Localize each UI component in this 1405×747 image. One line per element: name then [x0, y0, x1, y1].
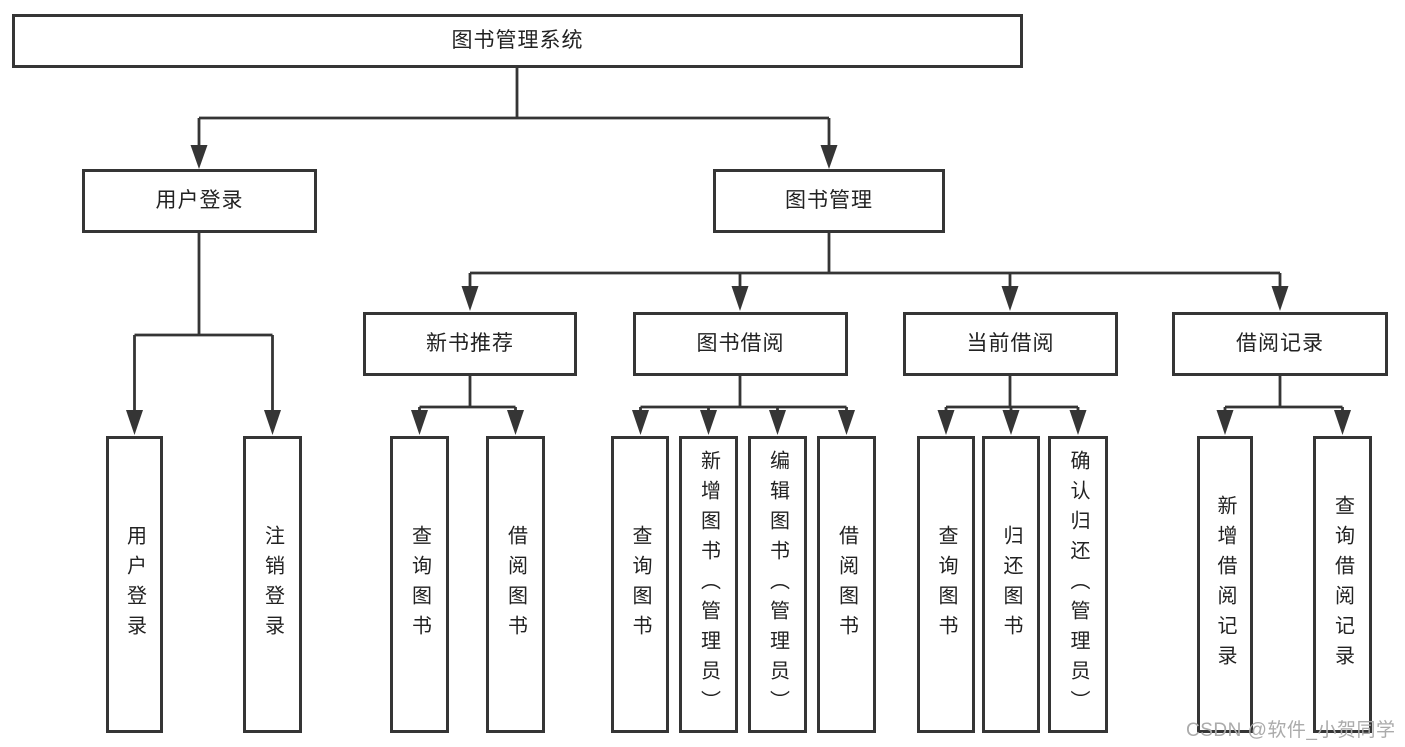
leaf-add-borrow-record: 新增借阅记录 [1197, 436, 1253, 733]
connector-book-borrow-group [639, 376, 848, 412]
node-library-management-system: 图书管理系统 [12, 14, 1023, 68]
leaf-user-login: 用户登录 [106, 436, 163, 733]
leaf-return-book: 归还图书 [982, 436, 1040, 733]
node-new-book-recommend: 新书推荐 [363, 312, 577, 376]
connector-borrow-record-group [1223, 376, 1344, 412]
leaf-confirm-return-admin: 确认归还（管理员） [1048, 436, 1108, 733]
leaf-query-borrow-record: 查询借阅记录 [1313, 436, 1372, 733]
node-user-login: 用户登录 [82, 169, 317, 233]
node-current-borrow: 当前借阅 [903, 312, 1118, 376]
node-book-borrow: 图书借阅 [633, 312, 848, 376]
leaf-query-book-borrow: 查询图书 [611, 436, 669, 733]
leaf-borrow-book: 借阅图书 [817, 436, 876, 733]
leaf-query-book-recommend: 查询图书 [390, 436, 449, 733]
leaf-borrow-book-recommend: 借阅图书 [486, 436, 545, 733]
leaf-logout: 注销登录 [243, 436, 302, 733]
connector-user-login-group [133, 233, 274, 412]
connector-new-book-recommend-group [418, 376, 517, 412]
leaf-edit-book-admin: 编辑图书（管理员） [748, 436, 807, 733]
connector-book-management-group [468, 233, 1282, 289]
node-borrow-record: 借阅记录 [1172, 312, 1388, 376]
leaf-add-book-admin: 新增图书（管理员） [679, 436, 738, 733]
leaf-query-book-current: 查询图书 [917, 436, 975, 733]
connector-current-borrow-group [944, 376, 1080, 412]
watermark: CSDN @软件_小贺同学 [1186, 720, 1396, 741]
connector-root-to-level2 [197, 68, 831, 147]
node-book-management: 图书管理 [713, 169, 945, 233]
